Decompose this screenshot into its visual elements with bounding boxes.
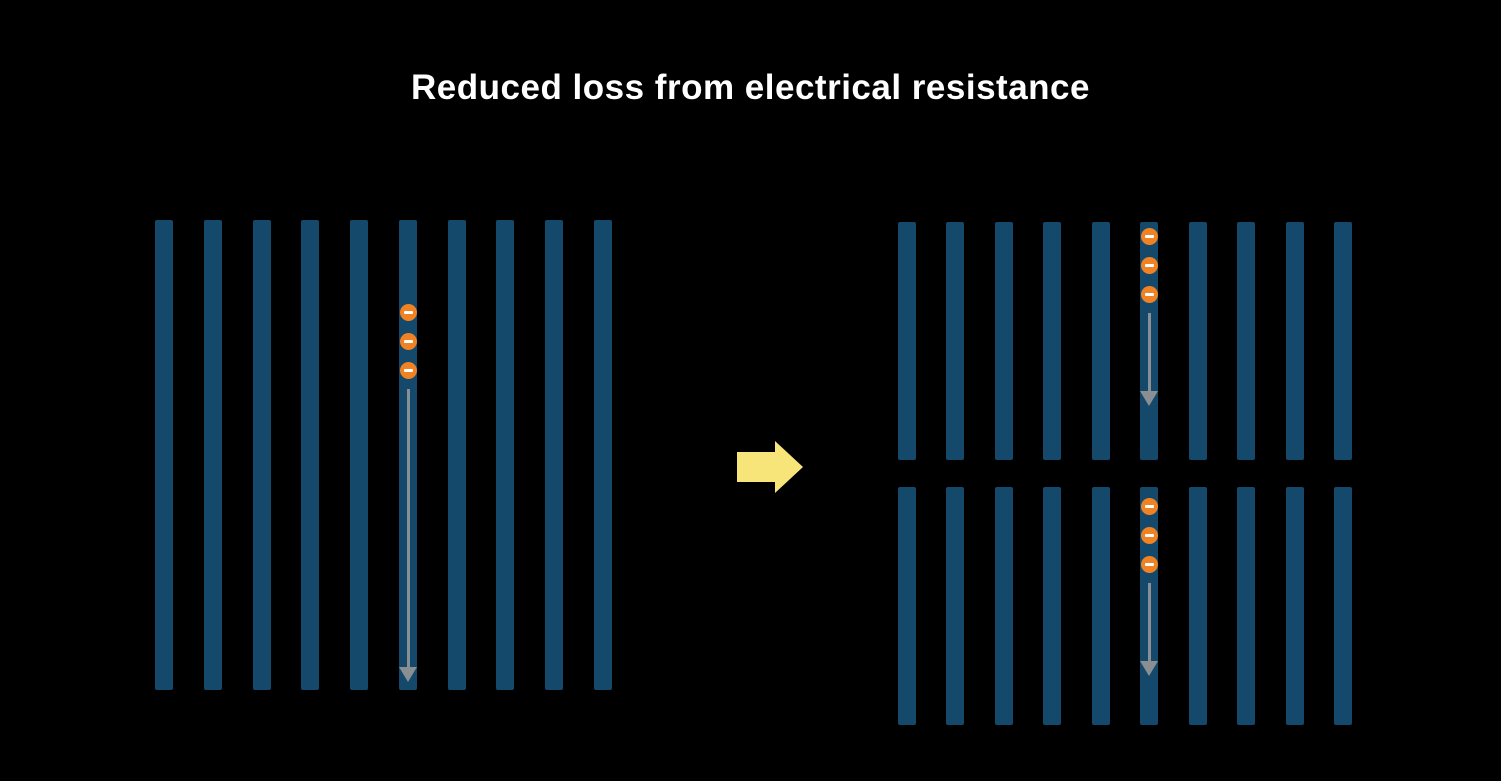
- electron-flow-left: [399, 304, 417, 682]
- minus-symbol: [403, 311, 413, 314]
- down-arrow-icon: [399, 389, 417, 682]
- conductor-bar: [1188, 222, 1207, 460]
- electron-flow-right-top: [1140, 228, 1158, 406]
- electron-icon: [1140, 228, 1158, 245]
- minus-symbol: [1144, 505, 1154, 508]
- conductor-bar: [1091, 487, 1110, 725]
- conductor-bar: [155, 220, 173, 690]
- arrow-head: [1140, 661, 1158, 676]
- minus-symbol: [1144, 293, 1154, 296]
- minus-symbol: [1144, 264, 1154, 267]
- half-cell-top-bar-group: [898, 222, 1352, 460]
- conductor-bar: [350, 220, 369, 690]
- conductor-bar: [1091, 222, 1110, 460]
- conductor-bar: [545, 220, 564, 690]
- electron-flow-right-bottom: [1140, 498, 1158, 676]
- conductor-bar: [898, 487, 916, 725]
- down-arrow-icon: [1140, 313, 1158, 406]
- conductor-bar: [1188, 487, 1207, 725]
- conductor-bar: [946, 487, 965, 725]
- electron-icon: [1140, 498, 1158, 515]
- arrow-head: [399, 667, 417, 682]
- right-arrow-head: [775, 441, 803, 493]
- conductor-bar: [447, 220, 466, 690]
- conductor-bar: [496, 220, 515, 690]
- page-title: Reduced loss from electrical resistance: [411, 68, 1090, 107]
- minus-symbol: [1144, 563, 1154, 566]
- conductor-bar: [946, 222, 965, 460]
- conductor-bar: [898, 222, 916, 460]
- minus-symbol: [403, 340, 413, 343]
- conductor-bar: [1333, 222, 1352, 460]
- right-arrow-icon: [737, 441, 803, 493]
- conductor-bar: [1237, 222, 1256, 460]
- electron-icon: [399, 333, 417, 350]
- conductor-bar: [1043, 487, 1062, 725]
- arrow-head: [1140, 391, 1158, 406]
- electron-icon: [1140, 286, 1158, 303]
- conductor-bar: [1043, 222, 1062, 460]
- conductor-bar: [203, 220, 222, 690]
- electron-stack: [1140, 228, 1158, 303]
- electron-icon: [399, 362, 417, 379]
- minus-symbol: [1144, 235, 1154, 238]
- conductor-bar: [252, 220, 271, 690]
- arrow-line: [406, 389, 410, 667]
- half-cell-bottom-bar-group: [898, 487, 1352, 725]
- electron-stack: [399, 304, 417, 379]
- conductor-bar: [1237, 487, 1256, 725]
- conductor-bar: [994, 222, 1013, 460]
- full-cell-bar-group: [155, 220, 612, 690]
- conductor-bar: [593, 220, 612, 690]
- electron-icon: [1140, 257, 1158, 274]
- conductor-bar: [1285, 222, 1304, 460]
- arrow-line: [1147, 313, 1151, 391]
- electron-stack: [1140, 498, 1158, 573]
- conductor-bar: [1333, 487, 1352, 725]
- arrow-line: [1147, 583, 1151, 661]
- conductor-bar: [994, 487, 1013, 725]
- electron-icon: [1140, 556, 1158, 573]
- electron-icon: [399, 304, 417, 321]
- minus-symbol: [1144, 534, 1154, 537]
- right-arrow-shaft: [737, 452, 775, 482]
- minus-symbol: [403, 369, 413, 372]
- conductor-bar: [1285, 487, 1304, 725]
- electron-icon: [1140, 527, 1158, 544]
- down-arrow-icon: [1140, 583, 1158, 676]
- conductor-bar: [301, 220, 320, 690]
